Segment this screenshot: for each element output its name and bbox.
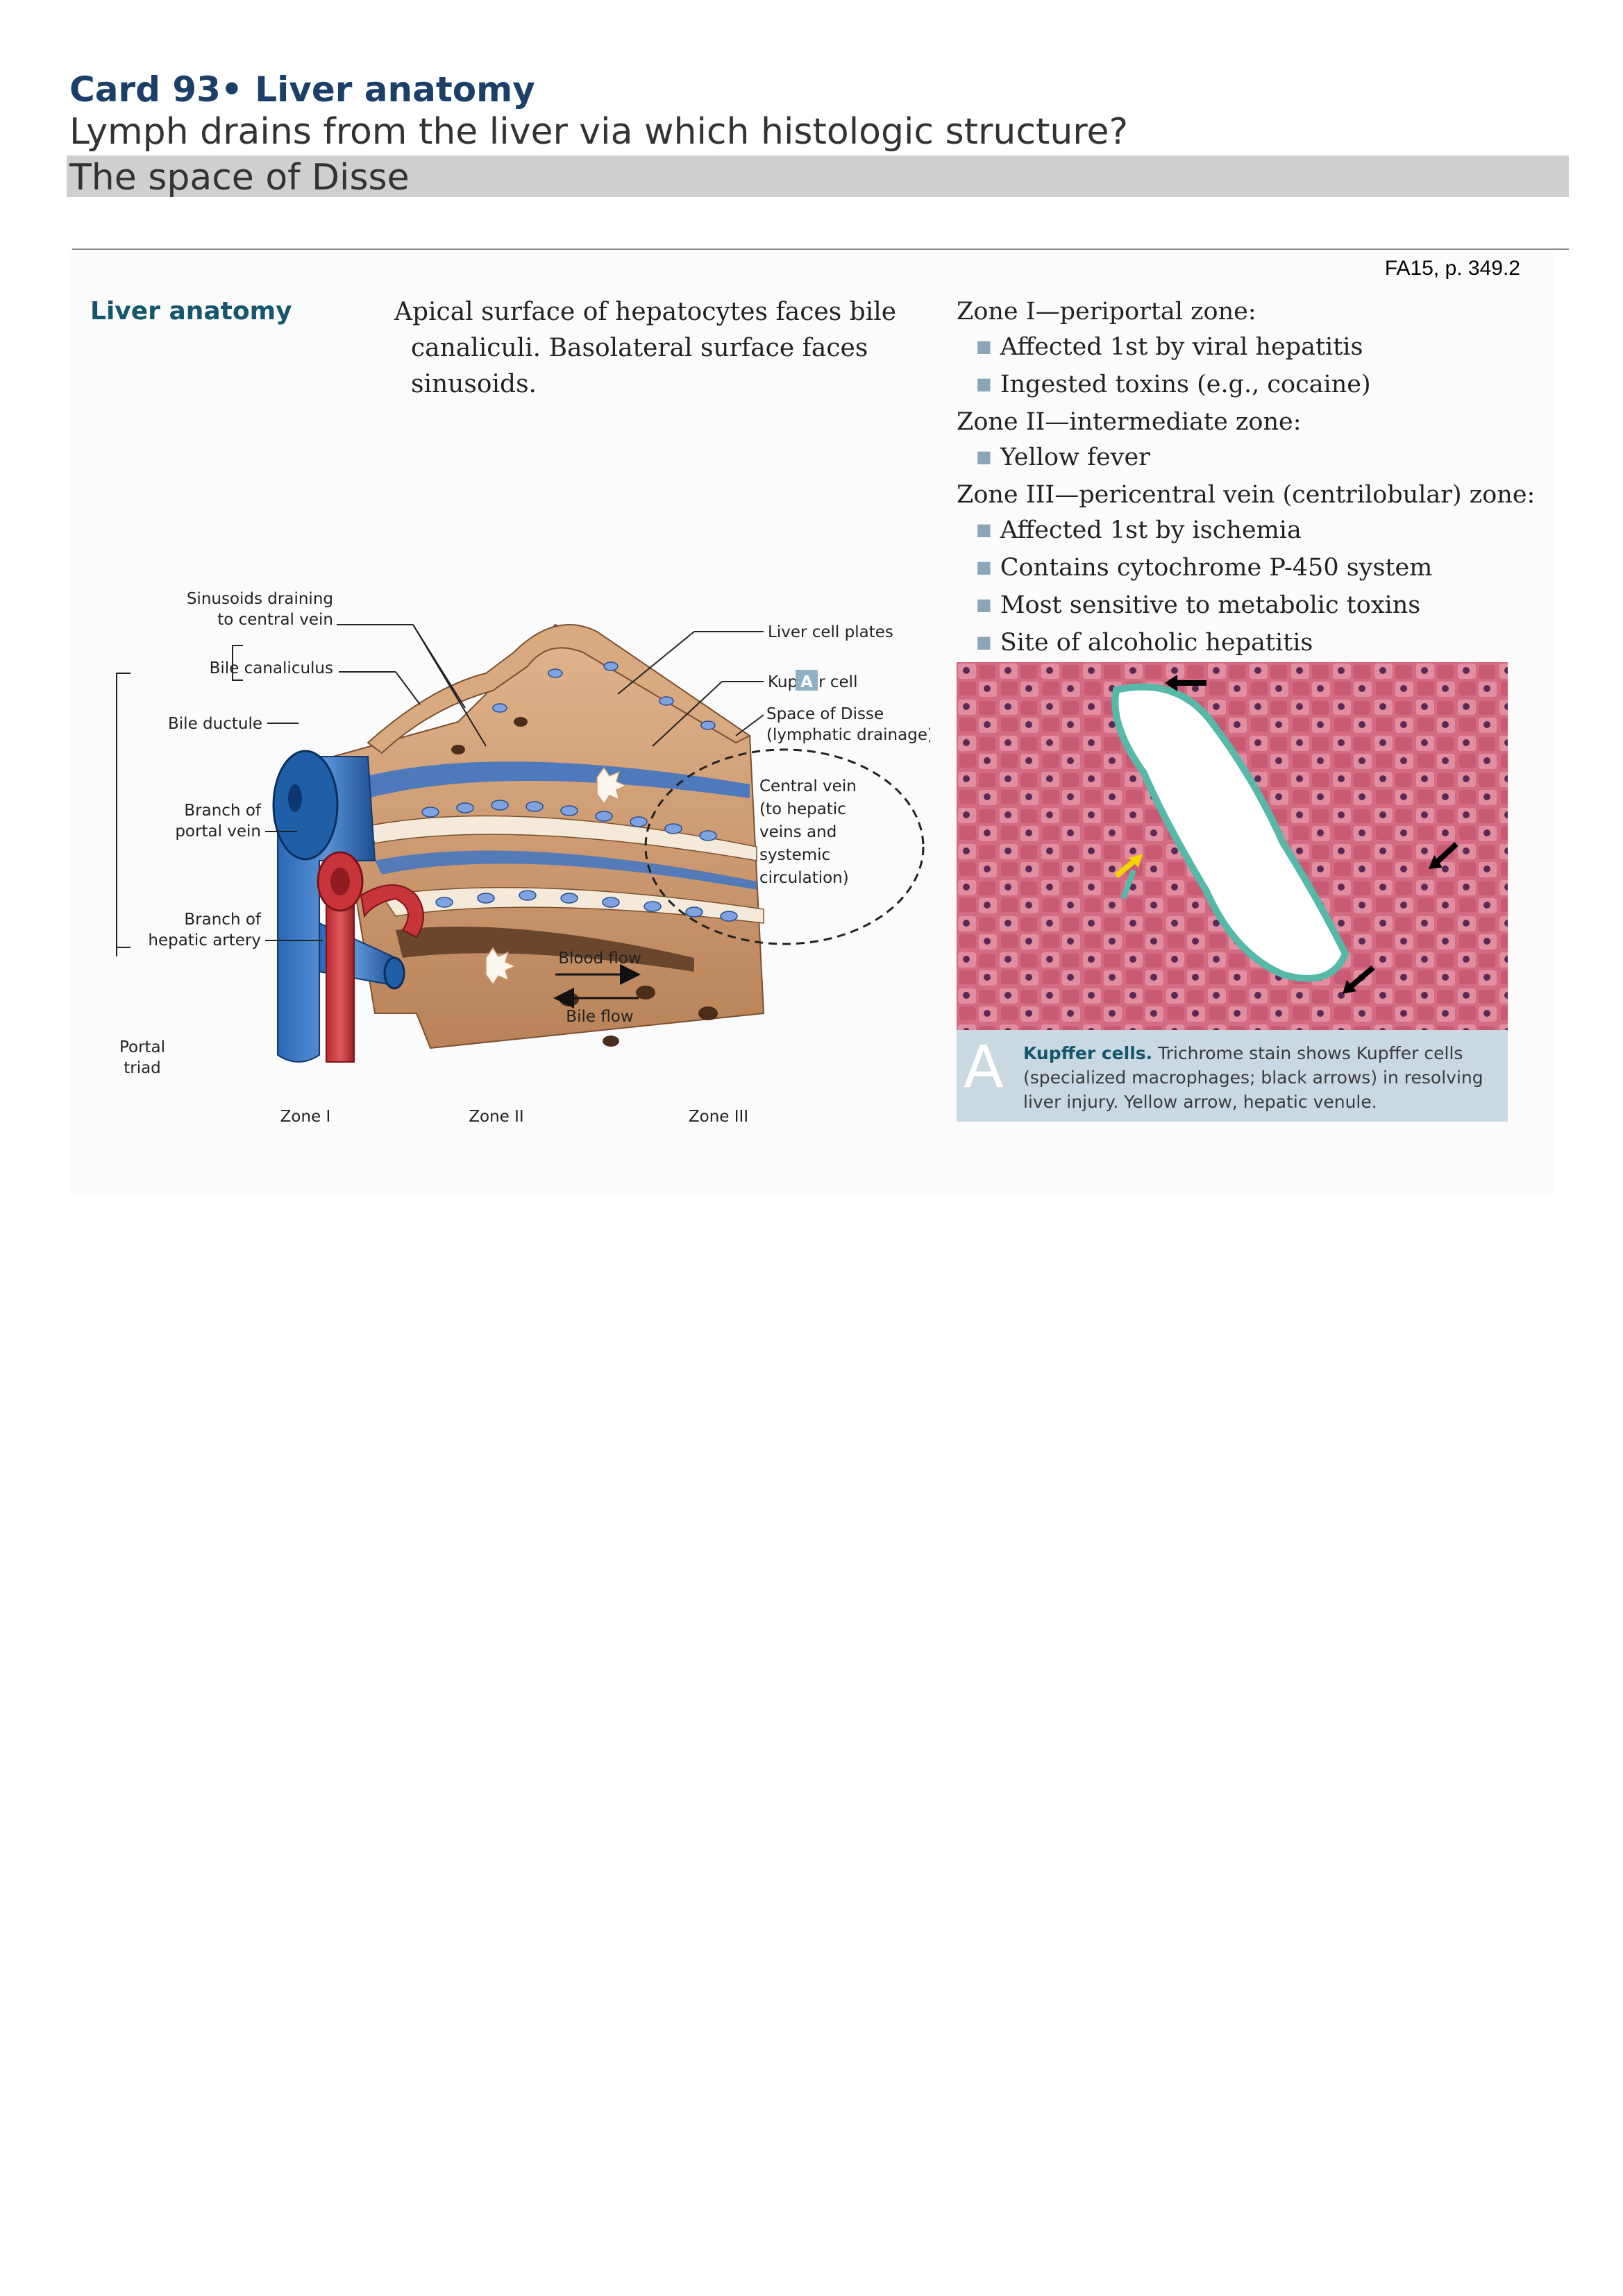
black-arrow-icon: [1343, 980, 1356, 994]
liver-lobule-diagram: Sinusoids draining to central vein Bile …: [116, 590, 930, 1126]
zone3-item: ■Site of alcoholic hepatitis: [976, 629, 1313, 657]
portal-triad-bracket: [116, 673, 131, 948]
kupffer-micrograph: [957, 662, 1508, 1030]
label-bile-ductule: Bile ductule: [168, 715, 262, 733]
black-arrow-icon: [1429, 855, 1443, 869]
page-reference: FA15, p. 349.2: [1384, 257, 1520, 280]
tissue-block: [332, 623, 765, 1049]
label-bile-flow: Bile flow: [566, 1008, 633, 1026]
kupffer-badge-letter: A: [800, 673, 813, 691]
zone3-item: ■Affected 1st by ischemia: [976, 516, 1302, 544]
label-central-vein-1: Central vein: [759, 777, 857, 795]
label-blood-flow: Blood flow: [558, 949, 641, 968]
bullet-icon: ■: [976, 557, 992, 577]
question-text: Lymph drains from the liver via which hi…: [69, 111, 1129, 153]
apical-line-1: Apical surface of hepatocytes faces bile: [394, 298, 897, 326]
bullet-icon: ■: [976, 447, 992, 466]
label-sinusoids-2: to central vein: [217, 611, 333, 629]
yellow-arrow-icon: [1129, 854, 1143, 868]
label-liver-cell-plates: Liver cell plates: [768, 623, 893, 641]
zone-list: Zone I—periportal zone: ■Affected 1st by…: [957, 294, 1554, 663]
kupffer-badge: [796, 670, 818, 691]
label-central-vein-4: systemic: [759, 846, 830, 864]
bullet-icon: ■: [976, 374, 992, 394]
label-central-vein-2: (to hepatic: [759, 800, 846, 818]
label-zone-3: Zone III: [689, 1108, 748, 1126]
label-sinusoids-1: Sinusoids draining: [187, 590, 333, 608]
label-hepatic-artery-1: Branch of: [184, 911, 262, 929]
zone1-item: ■Ingested toxins (e.g., cocaine): [976, 371, 1371, 398]
figure-caption: Kupffer cells. Trichrome stain shows Kup…: [1023, 1041, 1502, 1114]
central-vein-outline: [644, 748, 925, 945]
bullet-icon: ■: [976, 520, 992, 539]
black-arrow-icon: [1165, 675, 1177, 691]
label-space-disse-1: Space of Disse: [766, 705, 884, 723]
hepatic-artery-branch: [317, 851, 424, 1063]
zone3-item: ■Most sensitive to metabolic toxins: [976, 591, 1421, 619]
apical-line-2: canaliculi. Basolateral surface faces si…: [411, 334, 868, 398]
answer-highlight: [67, 155, 1569, 197]
zone2-item: ■Yellow fever: [976, 444, 1150, 471]
caption-bold: Kupffer cells.: [1023, 1043, 1153, 1063]
bullet-icon: ■: [976, 337, 992, 356]
hepatic-venule: [1111, 683, 1349, 982]
label-space-disse-2: (lymphatic drainage): [766, 726, 930, 744]
label-bile-canaliculus: Bile canaliculus: [210, 659, 333, 677]
caption-text: Trichrome stain shows Kupffer cells (spe…: [1023, 1043, 1483, 1112]
label-central-vein-3: veins and: [759, 823, 836, 841]
figure-letter: A: [964, 1033, 1004, 1101]
label-portal-vein-1: Branch of: [184, 802, 262, 820]
zone3-item: ■Contains cytochrome P-450 system: [976, 554, 1433, 582]
zone1-heading: Zone I—periportal zone:: [957, 298, 1256, 326]
apical-description: Apical surface of hepatocytes faces bile…: [394, 294, 922, 403]
card-title: Card 93• Liver anatomy: [69, 69, 535, 110]
label-portal-triad-2: triad: [124, 1059, 161, 1077]
caption-box: [957, 1030, 1508, 1122]
label-central-vein-5: circulation): [759, 869, 849, 887]
zone1-item: ■Affected 1st by viral hepatitis: [976, 333, 1363, 361]
label-hepatic-artery-2: hepatic artery: [148, 931, 261, 949]
label-portal-vein-2: portal vein: [175, 822, 261, 841]
zone2-heading: Zone II—intermediate zone:: [957, 408, 1302, 436]
label-zone-1: Zone I: [280, 1108, 331, 1126]
zone3-heading: Zone III—pericentral vein (centrilobular…: [957, 481, 1536, 509]
bullet-icon: ■: [976, 632, 992, 652]
label-zone-2: Zone II: [469, 1108, 523, 1126]
divider: [72, 248, 1569, 250]
bullet-icon: ■: [976, 595, 992, 614]
section-heading: Liver anatomy: [90, 297, 292, 326]
answer-text: The space of Disse: [69, 157, 410, 199]
label-portal-triad-1: Portal: [119, 1038, 165, 1056]
